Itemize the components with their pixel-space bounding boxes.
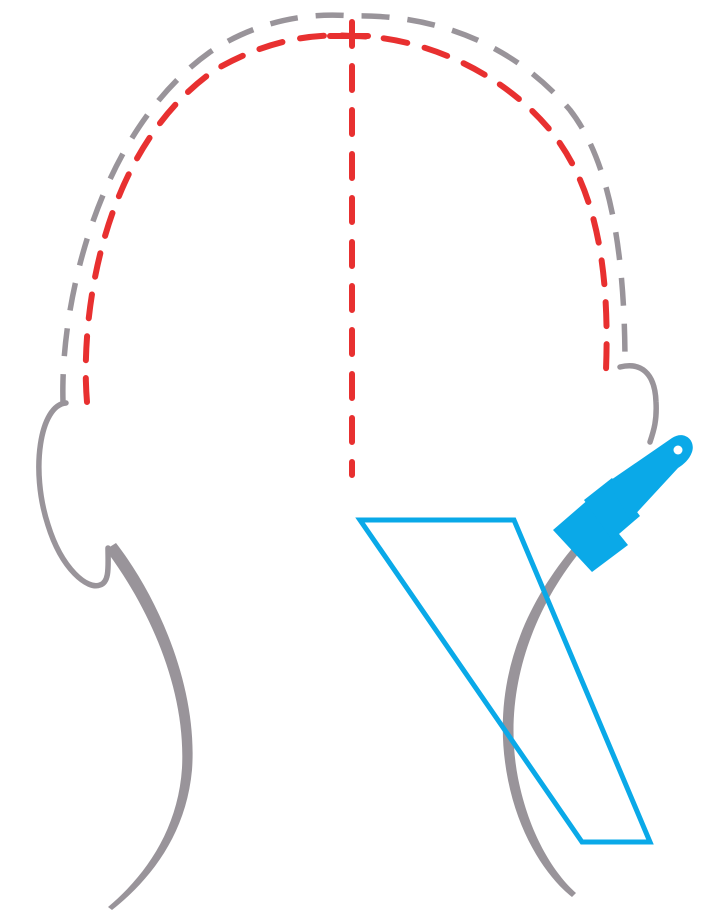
right-ear-outline: [620, 366, 656, 442]
outer-hairline-dashed: [63, 15, 625, 402]
left-neck-outline: [108, 543, 193, 910]
tint-brush-icon: [553, 435, 693, 572]
left-ear-outline: [39, 403, 108, 586]
right-neck-outline: [503, 545, 583, 897]
nape-triangle-section: [360, 520, 650, 842]
